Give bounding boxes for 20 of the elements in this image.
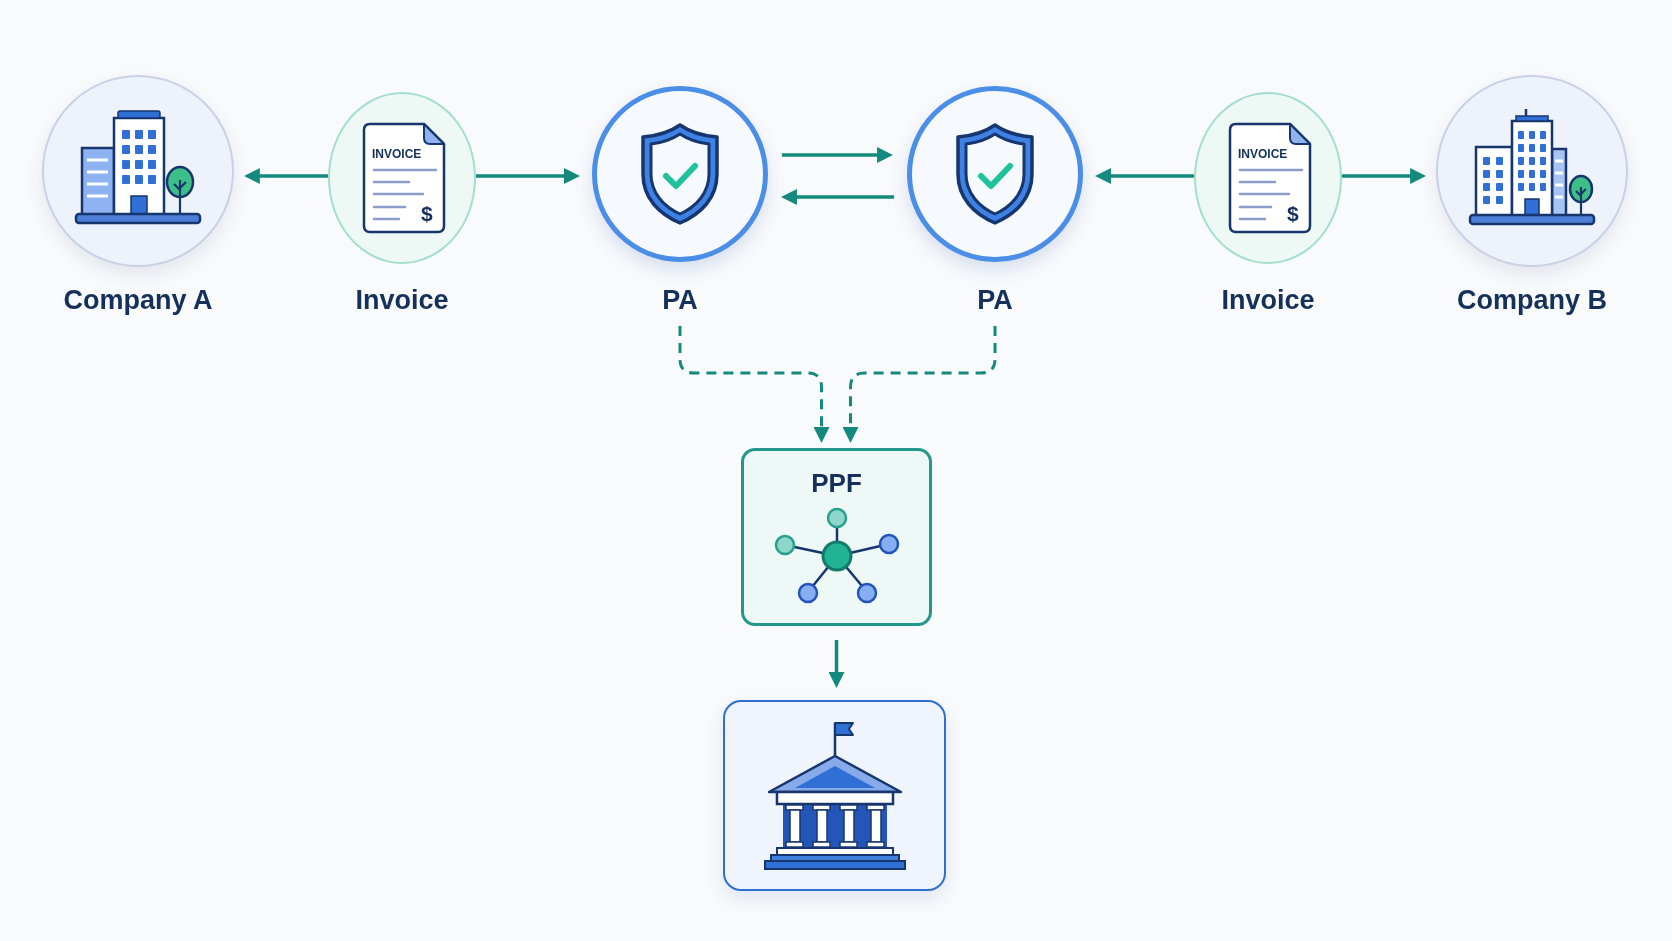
node-label: Invoice — [1221, 284, 1315, 316]
arrow — [476, 168, 580, 184]
arrow — [828, 640, 845, 688]
dollar-sign: $ — [421, 202, 433, 226]
arrow — [243, 168, 328, 184]
document-title: INVOICE — [372, 147, 422, 161]
node-label: Company B — [1457, 284, 1607, 316]
arrow — [1342, 168, 1427, 184]
arrow — [780, 189, 895, 205]
arrow — [781, 147, 894, 163]
node-label: PA — [977, 284, 1013, 316]
box-title: PPF — [811, 468, 862, 498]
document-title: INVOICE — [1238, 147, 1288, 161]
dollar-sign: $ — [1287, 202, 1299, 226]
arrow — [1095, 168, 1194, 184]
dashed-arrow — [678, 326, 830, 443]
dashed-arrow — [842, 326, 997, 443]
node-label: Invoice — [355, 284, 449, 316]
node-label: Company A — [63, 284, 213, 316]
node-label: PA — [662, 284, 698, 316]
